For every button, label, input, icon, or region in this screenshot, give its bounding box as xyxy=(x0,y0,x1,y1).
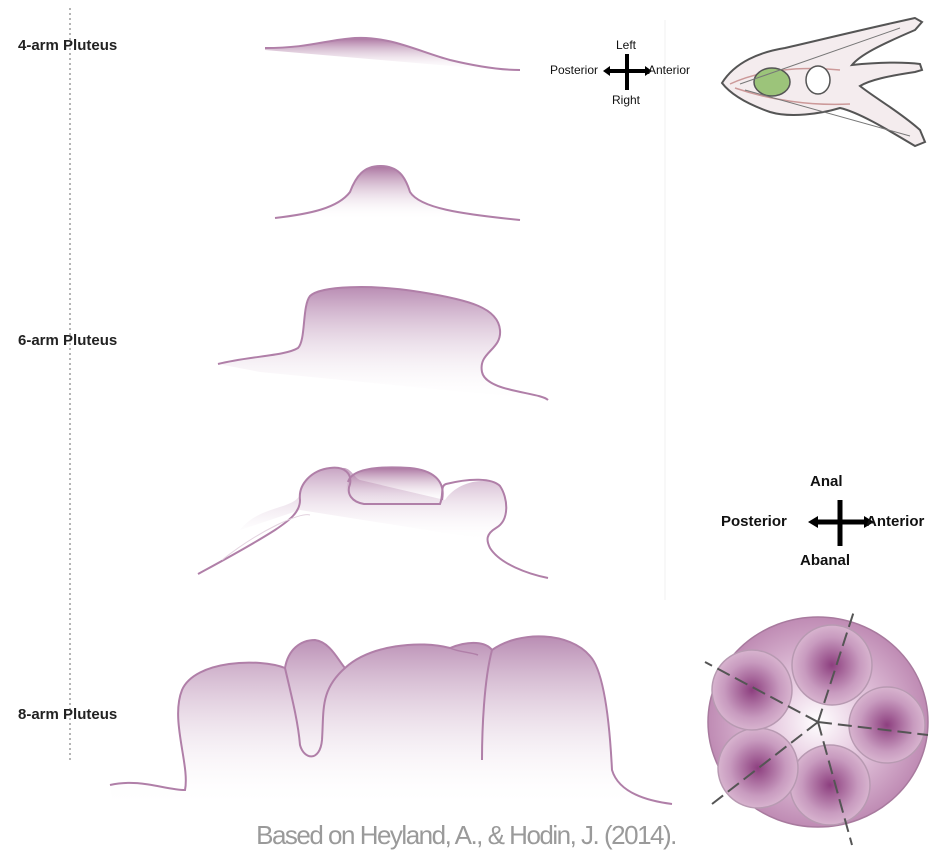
stage-label-8-arm: 8-arm Pluteus xyxy=(18,706,117,723)
stage-label-6-arm: 6-arm Pluteus xyxy=(18,332,117,349)
orientation-top-label-bottom: Right xyxy=(612,93,640,107)
orientation-cross-top xyxy=(603,54,652,90)
orientation-top-label-left: Posterior xyxy=(550,63,598,77)
orientation-top-label-right: Anterior xyxy=(648,63,690,77)
orientation-cross-bottom xyxy=(808,500,874,546)
orientation-top-label-top: Left xyxy=(616,38,636,52)
orientation-bottom-label-bottom: Abanal xyxy=(800,552,850,569)
pentamerous-disc xyxy=(705,608,928,845)
orientation-bottom-label-right: Anterior xyxy=(866,513,924,530)
citation-text: Based on Heyland, A., & Hodin, J. (2014)… xyxy=(0,820,932,851)
rudiment-stage-5 xyxy=(110,636,672,804)
rudiment-stage-4 xyxy=(198,467,548,578)
stage-label-4-arm: 4-arm Pluteus xyxy=(18,37,117,54)
larva-drawing xyxy=(722,18,925,146)
rudiment-stage-3 xyxy=(218,287,548,400)
orientation-bottom-label-top: Anal xyxy=(810,473,843,490)
orientation-bottom-label-left: Posterior xyxy=(721,513,787,530)
